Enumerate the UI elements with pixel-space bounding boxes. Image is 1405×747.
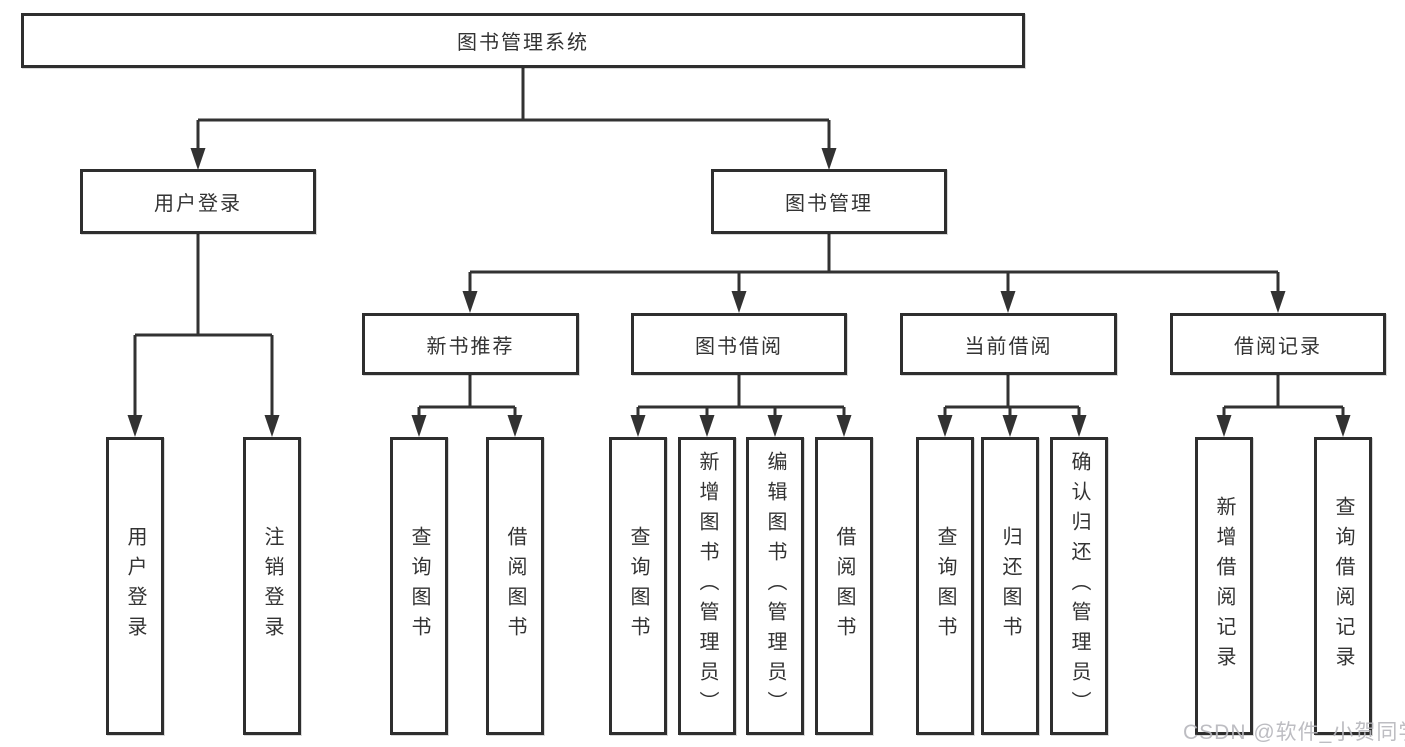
node-current-borrow: 当前借阅: [900, 313, 1117, 375]
leaf-user-login-label: 用户登录: [124, 526, 146, 646]
leaf-confirm-return-admin-label: 确认归还（管理员）: [1068, 451, 1090, 721]
connector-root-to-level2: [190, 68, 837, 170]
leaf-current-query-book-label: 查询图书: [934, 526, 956, 646]
node-book-borrow: 图书借阅: [631, 313, 847, 375]
node-root-library-system: 图书管理系统: [21, 13, 1025, 68]
node-book-management-label: 图书管理: [785, 193, 873, 215]
leaf-add-book-admin: 新增图书（管理员）: [678, 437, 736, 735]
leaf-add-borrow-record-label: 新增借阅记录: [1213, 496, 1235, 676]
leaf-logout: 注销登录: [243, 437, 301, 735]
connector-user-login-branch: [127, 234, 280, 437]
node-borrow-record-label: 借阅记录: [1234, 335, 1322, 358]
leaf-borrow-book-label: 借阅图书: [833, 526, 855, 646]
leaf-user-login: 用户登录: [106, 437, 164, 735]
connector-borrow-record-leaves: [1216, 375, 1351, 437]
leaf-recommend-borrow-book: 借阅图书: [486, 437, 544, 735]
node-user-login: 用户登录: [80, 169, 316, 234]
leaf-recommend-query-book-label: 查询图书: [408, 526, 430, 646]
node-current-borrow-label: 当前借阅: [964, 335, 1053, 358]
leaf-recommend-query-book: 查询图书: [390, 437, 448, 735]
leaf-return-book-label: 归还图书: [999, 526, 1021, 646]
node-book-borrow-label: 图书借阅: [695, 335, 783, 358]
node-new-book-recommend-label: 新书推荐: [426, 335, 515, 358]
leaf-current-query-book: 查询图书: [916, 437, 974, 735]
node-root-label: 图书管理系统: [457, 32, 589, 54]
leaf-edit-book-admin-label: 编辑图书（管理员）: [764, 451, 786, 721]
leaf-logout-label: 注销登录: [261, 526, 283, 646]
connector-book-borrow-leaves: [630, 375, 852, 437]
leaf-add-book-admin-label: 新增图书（管理员）: [696, 451, 718, 721]
leaf-query-borrow-record: 查询借阅记录: [1314, 437, 1372, 735]
leaf-borrow-query-book-label: 查询图书: [627, 526, 649, 646]
connector-new-book-recommend-leaves: [411, 375, 523, 437]
leaf-edit-book-admin: 编辑图书（管理员）: [746, 437, 804, 735]
leaf-confirm-return-admin: 确认归还（管理员）: [1050, 437, 1108, 735]
csdn-watermark: CSDN @软件_小贺同学: [1183, 721, 1405, 744]
node-borrow-record: 借阅记录: [1170, 313, 1386, 375]
connector-book-mgmt-to-level3: [462, 234, 1286, 313]
leaf-borrow-book: 借阅图书: [815, 437, 873, 735]
leaf-add-borrow-record: 新增借阅记录: [1195, 437, 1253, 735]
leaf-return-book: 归还图书: [981, 437, 1039, 735]
connector-current-borrow-leaves: [937, 375, 1087, 437]
leaf-query-borrow-record-label: 查询借阅记录: [1332, 496, 1354, 676]
node-book-management: 图书管理: [711, 169, 947, 234]
node-new-book-recommend: 新书推荐: [362, 313, 579, 375]
node-user-login-label: 用户登录: [154, 193, 242, 215]
leaf-borrow-query-book: 查询图书: [609, 437, 667, 735]
leaf-recommend-borrow-book-label: 借阅图书: [504, 526, 526, 646]
